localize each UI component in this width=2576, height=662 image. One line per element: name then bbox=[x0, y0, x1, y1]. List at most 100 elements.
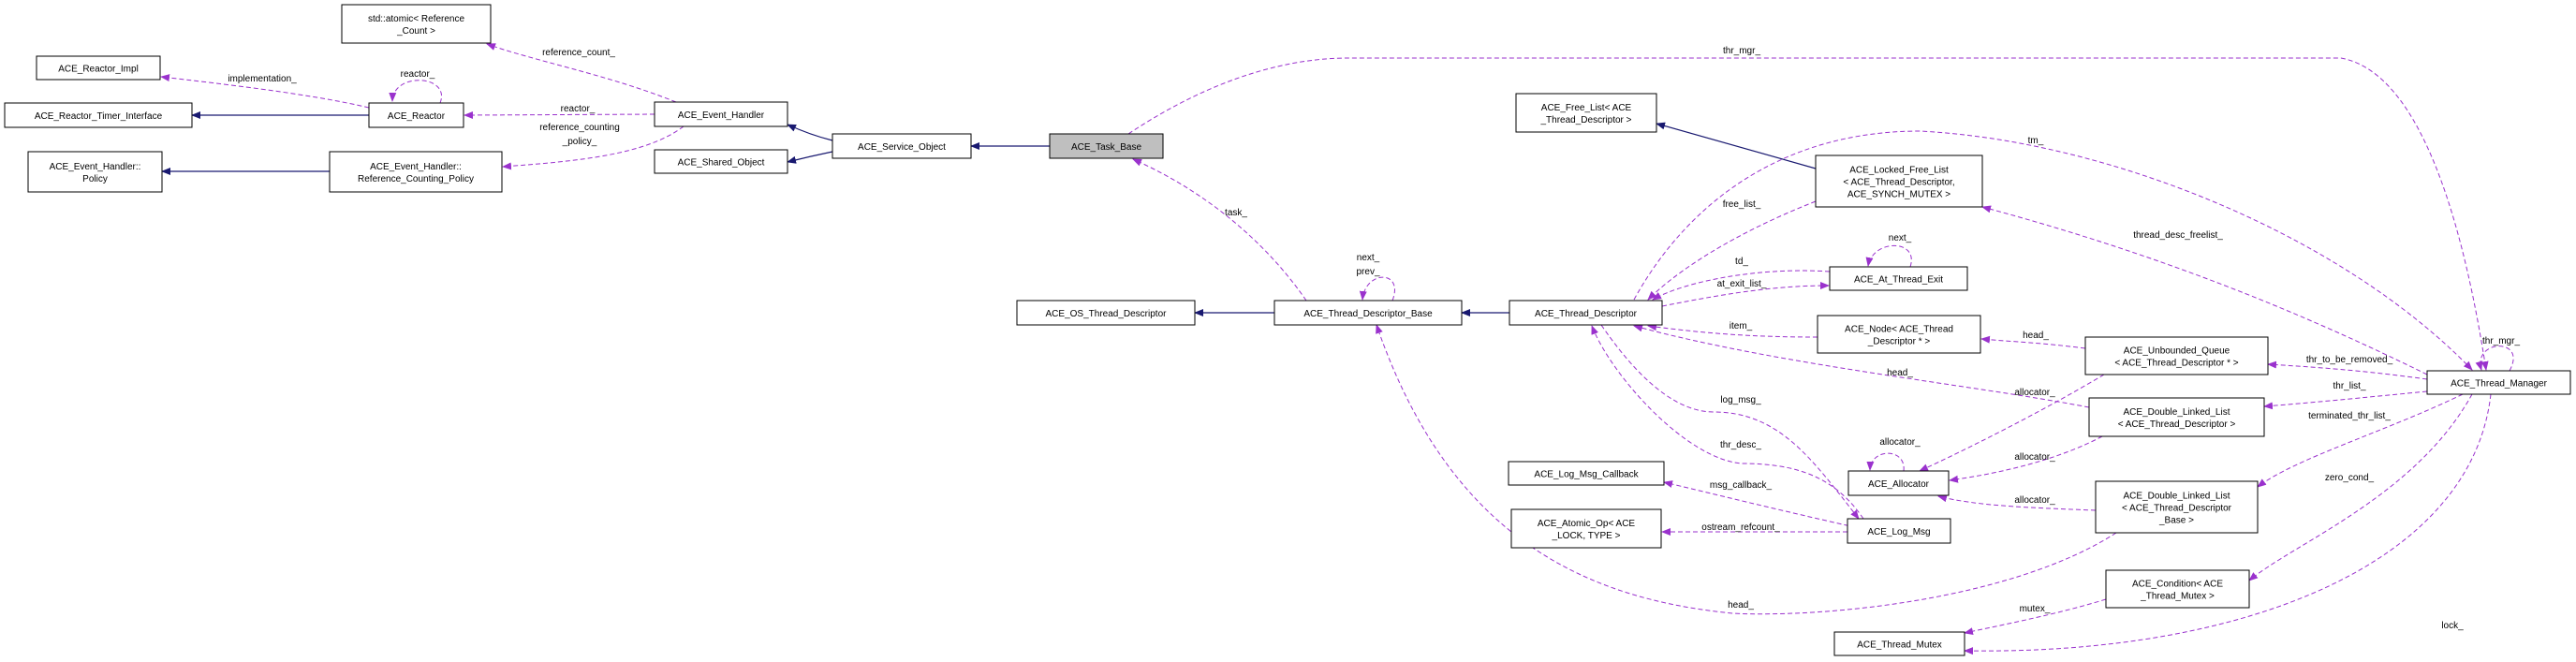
usage-arrow bbox=[1980, 335, 2086, 349]
class-name: ACE_Log_Msg bbox=[1867, 527, 1930, 537]
usage-arrow bbox=[1866, 452, 1905, 472]
class-node-dll-tdb[interactable]: ACE_Double_Linked_List< ACE_Thread_Descr… bbox=[2095, 480, 2259, 534]
usage-arrow bbox=[1949, 435, 2103, 483]
class-box bbox=[1817, 315, 1981, 354]
edge-label: reactor_ bbox=[561, 104, 596, 114]
edge-label: allocator_ bbox=[2014, 388, 2055, 398]
class-node-tdb[interactable]: ACE_Thread_Descriptor_Base bbox=[1273, 300, 1463, 326]
class-name: ACE_Reactor_Timer_Interface bbox=[35, 111, 163, 122]
class-box bbox=[654, 149, 788, 174]
edge-label: item_ bbox=[1730, 321, 1753, 331]
class-node-os-td[interactable]: ACE_OS_Thread_Descriptor bbox=[1016, 300, 1196, 326]
class-box bbox=[329, 151, 503, 193]
class-node-lfl[interactable]: ACE_Locked_Free_List < ACE_Thread_Descrip… bbox=[1815, 154, 1983, 208]
class-node-td[interactable]: ACE_Thread_Descriptor bbox=[1509, 300, 1663, 326]
edge-td-to-log_msg: log_msg_ bbox=[1600, 324, 1860, 520]
class-node-dll-td[interactable]: ACE_Double_Linked_List< ACE_Thread_Descr… bbox=[2088, 397, 2265, 437]
edge-lfl-to-free_list bbox=[1656, 122, 1817, 169]
usage-arrow bbox=[2248, 393, 2473, 581]
usage-arrow bbox=[1647, 200, 1817, 301]
edge-label: prev_ bbox=[1356, 267, 1379, 277]
edge-label: thr_to_be_removed_ bbox=[2306, 355, 2393, 365]
class-node-uq[interactable]: ACE_Unbounded_Queue< ACE_Thread_Descript… bbox=[2084, 336, 2269, 375]
usage-arrow bbox=[389, 80, 443, 104]
class-node-atomic-op[interactable]: ACE_Atomic_Op< ACE_LOCK, TYPE > bbox=[1510, 508, 1662, 549]
usage-arrow bbox=[1964, 598, 2107, 636]
edge-label: thr_mgr_ bbox=[1723, 46, 1760, 56]
edge-tm-to-dll_tdb: terminated_thr_list_ bbox=[2257, 393, 2464, 488]
class-node-timer-if[interactable]: ACE_Reactor_Timer_Interface bbox=[4, 102, 193, 128]
edge-label: at_exit_list_ bbox=[1717, 279, 1767, 289]
edge-label: thread_desc_freelist_ bbox=[2133, 230, 2223, 241]
class-node-policy[interactable]: ACE_Event_Handler::Policy bbox=[27, 151, 163, 193]
class-node-reactor[interactable]: ACE_Reactor bbox=[368, 102, 464, 128]
class-node-tm[interactable]: ACE_Thread_Manager bbox=[2426, 370, 2571, 395]
class-node-node[interactable]: ACE_Node< ACE_Thread_Descriptor * > bbox=[1817, 315, 1981, 354]
usage-arrow bbox=[1661, 282, 1830, 307]
class-name: _Thread_Descriptor > bbox=[1540, 115, 1632, 125]
edge-service_object-to-event_handler bbox=[787, 124, 833, 141]
class-box bbox=[2105, 569, 2250, 609]
edge-label: head_ bbox=[2023, 331, 2049, 341]
class-box bbox=[1833, 631, 1965, 656]
class-name: < ACE_Thread_Descriptor, bbox=[1843, 178, 1954, 188]
class-node-thread-mutex[interactable]: ACE_Thread_Mutex bbox=[1833, 631, 1965, 656]
usage-arrow bbox=[1919, 374, 2105, 472]
class-node-event-handler[interactable]: ACE_Event_Handler bbox=[654, 101, 788, 127]
usage-arrow bbox=[2257, 393, 2464, 488]
class-name: _Thread_Mutex > bbox=[2140, 592, 2215, 602]
class-name: Policy bbox=[82, 174, 108, 184]
edge-tm-to-tm: thr_mgr_ bbox=[2475, 336, 2520, 372]
class-box bbox=[2088, 397, 2265, 437]
class-node-ref-policy[interactable]: ACE_Event_Handler::Reference_Counting_Po… bbox=[329, 151, 503, 193]
class-box bbox=[36, 55, 161, 81]
class-name: ACE_Double_Linked_List bbox=[2124, 492, 2230, 502]
class-name: _LOCK, TYPE > bbox=[1552, 531, 1621, 541]
usage-arrow bbox=[1964, 393, 2492, 655]
edge-label: zero_cond_ bbox=[2325, 473, 2375, 483]
class-name: _Descriptor * > bbox=[1867, 337, 1931, 347]
class-node-allocator[interactable]: ACE_Allocator bbox=[1847, 470, 1950, 496]
class-box bbox=[1829, 266, 1968, 291]
edge-label: head_ bbox=[1728, 600, 1754, 611]
class-box bbox=[1815, 154, 1983, 208]
class-node-atomic[interactable]: std::atomic< Reference_Count > bbox=[341, 4, 492, 44]
class-name: ACE_Thread_Descriptor bbox=[1535, 309, 1638, 319]
edge-event_handler-to-ref_policy: reference_counting_policy_ bbox=[502, 123, 684, 170]
edge-label: ostream_refcount_ bbox=[1701, 522, 1780, 533]
class-node-condition[interactable]: ACE_Condition< ACE_Thread_Mutex > bbox=[2105, 569, 2250, 609]
class-node-task-base[interactable]: ACE_Task_Base bbox=[1049, 133, 1164, 159]
class-node-log-cb[interactable]: ACE_Log_Msg_Callback bbox=[1508, 461, 1665, 486]
edge-label: lock_ bbox=[2441, 621, 2464, 631]
edge-label: allocator_ bbox=[1879, 437, 1921, 448]
usage-arrow bbox=[1633, 324, 2090, 408]
class-name: ACE_Locked_Free_List bbox=[1849, 166, 1949, 176]
usage-arrow bbox=[2475, 346, 2514, 372]
class-box bbox=[2426, 370, 2571, 395]
edge-dll_tdb-to-tdb: head_ bbox=[1376, 324, 2117, 615]
edge-td-to-ate: at_exit_list_ bbox=[1661, 279, 1830, 307]
class-box bbox=[1016, 300, 1196, 326]
class-node-free-list[interactable]: ACE_Free_List< ACE_Thread_Descriptor > bbox=[1515, 93, 1657, 133]
class-node-log-msg[interactable]: ACE_Log_Msg bbox=[1847, 518, 1951, 544]
edge-dll_tdb-to-allocator: allocator_ bbox=[1937, 494, 2097, 511]
class-name: ACE_SYNCH_MUTEX > bbox=[1847, 190, 1950, 200]
class-node-reactor-impl[interactable]: ACE_Reactor_Impl bbox=[36, 55, 161, 81]
edge-dll_td-to-allocator: allocator_ bbox=[1949, 435, 2103, 483]
edge-label: log_msg_ bbox=[1720, 395, 1761, 405]
edge-log_msg-to-atomic_op: ostream_refcount_ bbox=[1661, 522, 1847, 536]
class-node-ate[interactable]: ACE_At_Thread_Exit bbox=[1829, 266, 1968, 291]
class-name: ACE_Service_Object bbox=[858, 142, 946, 153]
class-name: ACE_At_Thread_Exit bbox=[1854, 275, 1943, 286]
class-name: ACE_Event_Handler:: bbox=[370, 162, 462, 172]
class-box bbox=[1509, 300, 1663, 326]
class-name: ACE_Double_Linked_List bbox=[2124, 407, 2230, 418]
usage-arrow bbox=[1937, 494, 2097, 511]
class-node-shared-object[interactable]: ACE_Shared_Object bbox=[654, 149, 788, 174]
edge-label: reactor_ bbox=[401, 69, 435, 80]
class-node-service-object[interactable]: ACE_Service_Object bbox=[832, 133, 972, 159]
class-name: std::atomic< Reference bbox=[368, 14, 465, 24]
edge-allocator-to-allocator: allocator_ bbox=[1866, 437, 1921, 472]
class-box bbox=[1049, 133, 1164, 159]
edge-lfl-to-td: free_list_ bbox=[1647, 199, 1817, 301]
